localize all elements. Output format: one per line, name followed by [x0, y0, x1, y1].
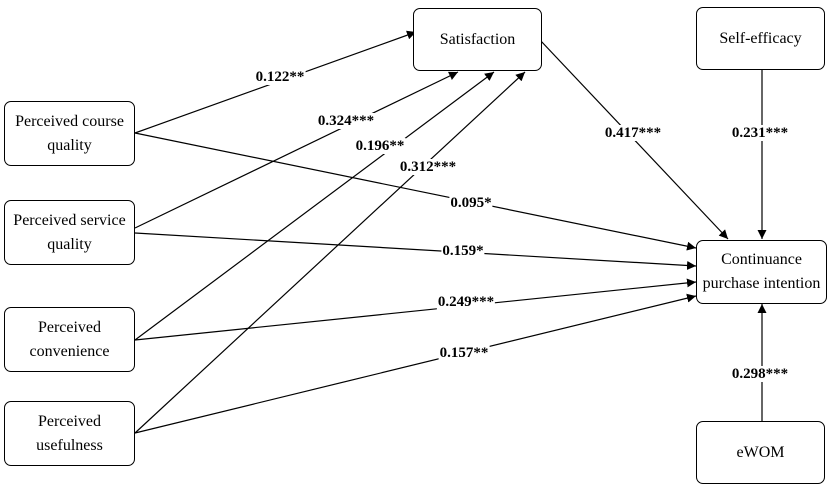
coef-service-to-satisfaction: 0.324*** [316, 113, 376, 129]
arrow-convenience-to-continuance [134, 278, 697, 341]
coef-convenience-to-satisfaction: 0.196** [354, 138, 406, 154]
arrow-service-to-continuance [134, 232, 697, 270]
coef-course-to-continuance: 0.095* [449, 195, 493, 211]
coef-usefulness-to-continuance: 0.157** [438, 345, 490, 361]
node-satisfaction: Satisfaction [413, 8, 542, 71]
node-perceived-convenience: Perceived convenience [4, 307, 135, 372]
coef-satisfaction-to-continuance: 0.417*** [603, 125, 663, 141]
coef-selfefficacy-to-continuance: 0.231*** [730, 125, 790, 141]
node-ewom: eWOM [696, 421, 825, 484]
node-perceived-course-quality: Perceived course quality [4, 101, 135, 166]
coef-ewom-to-continuance: 0.298*** [730, 366, 790, 382]
coef-service-to-continuance: 0.159* [441, 243, 485, 259]
node-perceived-usefulness: Perceived usefulness [4, 401, 135, 466]
coef-usefulness-to-satisfaction: 0.312*** [398, 159, 458, 175]
arrow-usefulness-to-satisfaction [134, 71, 526, 434]
node-continuance-purchase-intention: Continuance purchase intention [696, 240, 827, 304]
coef-course-to-satisfaction: 0.122** [254, 69, 306, 85]
arrow-service-to-satisfaction [134, 71, 459, 229]
coef-convenience-to-continuance: 0.249*** [436, 294, 496, 310]
arrow-convenience-to-satisfaction [134, 71, 495, 341]
node-self-efficacy: Self-efficacy [696, 7, 825, 70]
arrow-course-to-continuance [134, 132, 697, 251]
arrow-usefulness-to-continuance [134, 293, 697, 434]
node-perceived-service-quality: Perceived service quality [4, 200, 135, 265]
